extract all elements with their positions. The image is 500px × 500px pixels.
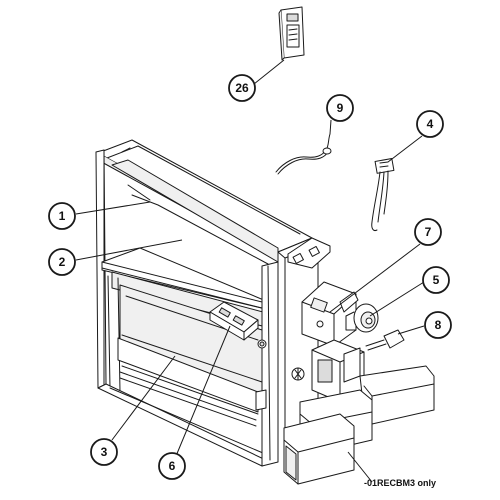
callout-1-label: 1	[59, 209, 66, 223]
callout-8: 8	[424, 311, 452, 339]
callout-26: 26	[228, 74, 256, 102]
part-4-wiring-harness	[371, 158, 395, 231]
callout-8-label: 8	[435, 318, 442, 332]
callout-9: 9	[326, 94, 354, 122]
part-26-control-panel	[278, 6, 305, 61]
callout-6: 6	[158, 452, 186, 480]
part-5-motor	[345, 303, 379, 333]
main-cabinet	[95, 139, 319, 467]
callout-4-label: 4	[427, 117, 434, 131]
part-6-control-module	[209, 301, 267, 349]
part-8-fitting	[365, 329, 405, 351]
callout-3-label: 3	[101, 445, 108, 459]
callout-5-label: 5	[433, 273, 440, 287]
part-9-sensor-cable	[275, 133, 332, 175]
callout-5: 5	[422, 266, 450, 294]
callout-26-label: 26	[235, 81, 249, 95]
leader-lines	[75, 59, 425, 483]
callout-2-label: 2	[59, 255, 66, 269]
callout-3: 3	[90, 438, 118, 466]
top-right-mount-bracket	[287, 237, 331, 269]
callout-6-label: 6	[169, 459, 176, 473]
bottom-drawer-units	[283, 365, 435, 485]
model-note: -01RECBM3 only	[364, 478, 436, 488]
callout-7: 7	[414, 218, 442, 246]
callout-2: 2	[48, 248, 76, 276]
callout-1: 1	[48, 202, 76, 230]
callout-9-label: 9	[337, 101, 344, 115]
callout-7-label: 7	[425, 225, 432, 239]
callout-4: 4	[416, 110, 444, 138]
